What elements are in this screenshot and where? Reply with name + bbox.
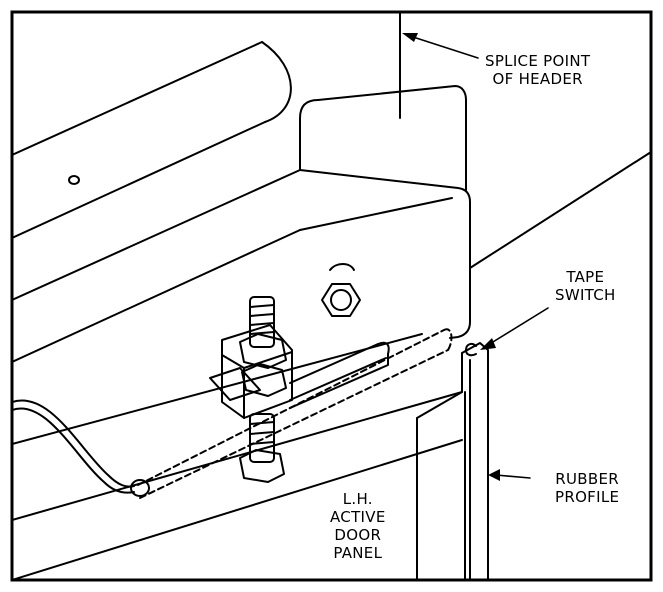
callout-tape-switch-line2: SWITCH — [555, 286, 616, 304]
header-hole — [68, 175, 80, 185]
header-box — [12, 41, 467, 301]
wall-background — [399, 12, 651, 269]
door-frame — [12, 333, 489, 580]
hex-bolt — [321, 263, 361, 317]
callout-tape-switch-line1: TAPE — [566, 268, 605, 286]
clamp-bracket — [209, 324, 293, 419]
callout-door-panel: L.H. ACTIVE DOOR PANEL — [330, 490, 386, 562]
threaded-stud — [239, 296, 287, 483]
tape-switch-cable — [12, 399, 150, 497]
callout-rubber-profile-line2: PROFILE — [555, 488, 620, 506]
callout-tape-switch: TAPE SWITCH — [555, 268, 616, 304]
callout-rubber-profile-line1: RUBBER — [555, 470, 619, 488]
callout-splice-point-line1: SPLICE POINT — [485, 52, 591, 70]
frame-border — [10, 10, 653, 582]
callout-door-panel-line3: DOOR — [334, 526, 382, 544]
arrow-heads — [402, 33, 500, 481]
leader-lines — [409, 35, 549, 479]
bracket-slot — [289, 341, 390, 409]
callout-rubber-profile: RUBBER PROFILE — [555, 470, 619, 506]
callout-splice-point: SPLICE POINT OF HEADER — [485, 52, 590, 88]
callout-door-panel-line2: ACTIVE — [330, 508, 386, 526]
callout-door-panel-line1: L.H. — [342, 490, 373, 508]
callout-door-panel-line4: PANEL — [333, 544, 383, 562]
tape-switch — [137, 328, 453, 499]
splice-bracket — [12, 169, 471, 363]
callout-splice-point-line2: OF HEADER — [492, 70, 583, 88]
